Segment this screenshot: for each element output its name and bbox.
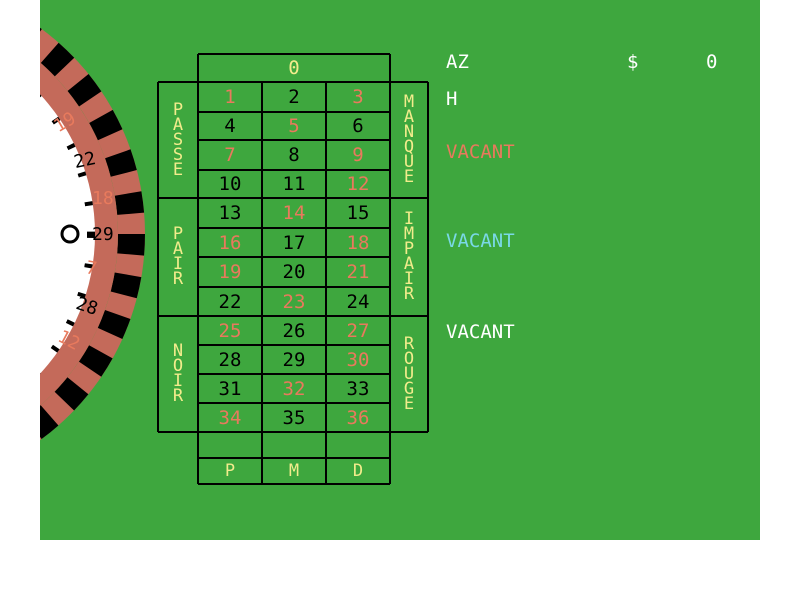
bet-number[interactable]: 20 (282, 261, 306, 283)
bet-number[interactable]: 35 (282, 406, 306, 429)
bet-number[interactable]: 1 (224, 86, 236, 108)
wheel-pocket-dividers (40, 94, 95, 374)
seat-1-status[interactable]: VACANT (446, 141, 515, 163)
wheel-number: 29 (92, 224, 114, 245)
bet-dozen-m[interactable]: M (288, 461, 300, 481)
bet-number[interactable]: 28 (218, 348, 242, 371)
bet-number[interactable]: 19 (218, 261, 242, 283)
bet-number[interactable]: 8 (288, 144, 300, 166)
bet-number[interactable]: 15 (346, 202, 370, 224)
bet-number[interactable]: 33 (346, 377, 370, 400)
bet-number[interactable]: 21 (346, 261, 370, 283)
bet-number[interactable]: 24 (346, 290, 370, 313)
bet-number[interactable]: 31 (218, 377, 242, 400)
wheel-number: 18 (92, 188, 114, 209)
bet-number[interactable]: 27 (346, 319, 370, 342)
betting-grid (157, 53, 429, 485)
bet-zero[interactable]: 0 (288, 57, 300, 79)
bet-number[interactable]: 16 (218, 231, 242, 254)
bet-number[interactable]: 5 (288, 115, 300, 137)
bet-number[interactable]: 11 (282, 173, 306, 195)
bet-number[interactable]: 6 (352, 115, 364, 137)
bet-number[interactable]: 3 (352, 86, 364, 108)
bet-number[interactable]: 17 (282, 231, 306, 254)
bet-number[interactable]: 29 (282, 348, 306, 371)
bet-number[interactable]: 30 (346, 348, 370, 371)
bet-dozen-d[interactable]: D (352, 461, 364, 481)
bet-number[interactable]: 36 (346, 406, 370, 429)
bet-number[interactable]: 22 (218, 290, 242, 313)
bet-dozen-p[interactable]: P (224, 461, 236, 481)
currency-symbol: $ (627, 51, 639, 73)
bet-number[interactable]: 2 (288, 86, 300, 108)
status-indicator: H (446, 88, 458, 110)
bet-number[interactable]: 32 (282, 377, 306, 400)
bet-number[interactable]: 26 (282, 319, 306, 342)
bet-number[interactable]: 14 (282, 202, 306, 224)
roulette-wheel (40, 27, 145, 441)
bet-number[interactable]: 13 (218, 202, 242, 224)
wheel-rim-pockets (40, 27, 145, 441)
player-name: AZ (446, 51, 469, 73)
bet-number[interactable]: 10 (218, 173, 242, 195)
roulette-ball (60, 224, 80, 244)
bet-number[interactable]: 12 (346, 173, 370, 195)
bet-number[interactable]: 34 (218, 406, 242, 429)
bet-number[interactable]: 23 (282, 290, 306, 313)
bet-number[interactable]: 9 (352, 144, 364, 166)
seat-2-status[interactable]: VACANT (446, 230, 515, 252)
bet-number[interactable]: 18 (346, 231, 370, 254)
bet-number[interactable]: 4 (224, 115, 236, 137)
bet-number[interactable]: 7 (224, 144, 236, 166)
seat-3-status[interactable]: VACANT (446, 321, 515, 343)
balance-value: 0 (706, 51, 718, 73)
bet-number[interactable]: 25 (218, 319, 242, 342)
